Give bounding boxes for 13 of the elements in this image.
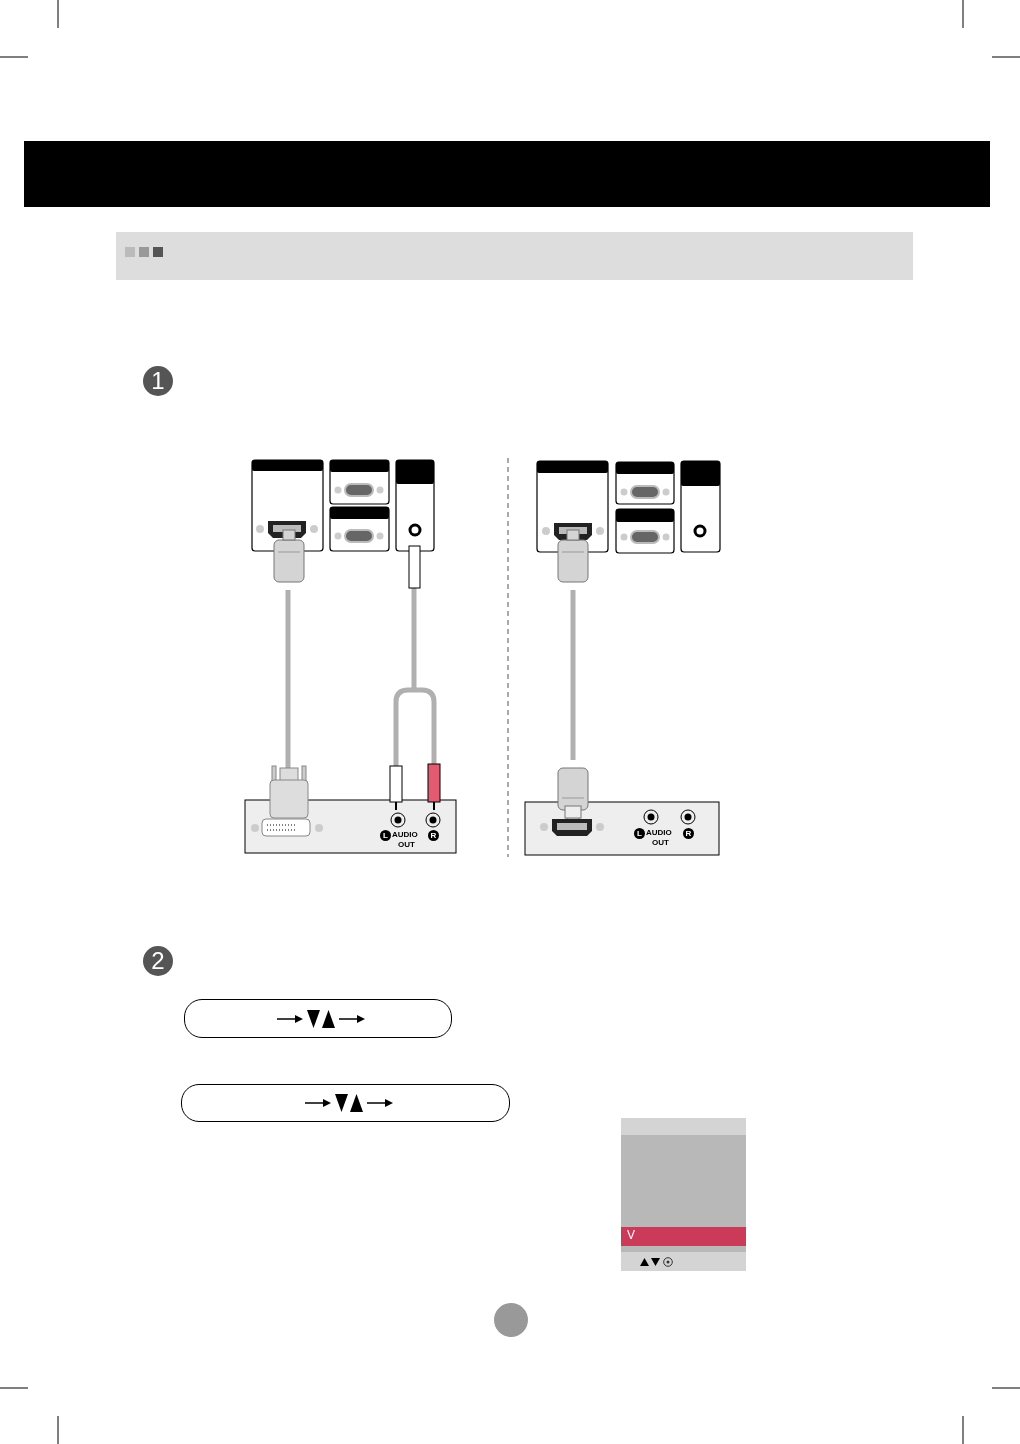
port-label: OUT — [652, 838, 669, 848]
rounded-box — [181, 1084, 510, 1122]
channel-marker: L — [634, 828, 645, 839]
step-number: 1 — [143, 366, 173, 396]
step-number: 2 — [143, 946, 173, 976]
channel-marker: R — [428, 830, 439, 841]
channel-marker: R — [683, 828, 694, 839]
rounded-box — [184, 999, 452, 1038]
port-label: AUDIO — [646, 828, 672, 838]
port-label: OUT — [398, 840, 415, 850]
menu-item-text: V — [627, 1228, 635, 1242]
channel-marker: L — [380, 830, 391, 841]
port-label: AUDIO — [392, 830, 418, 840]
